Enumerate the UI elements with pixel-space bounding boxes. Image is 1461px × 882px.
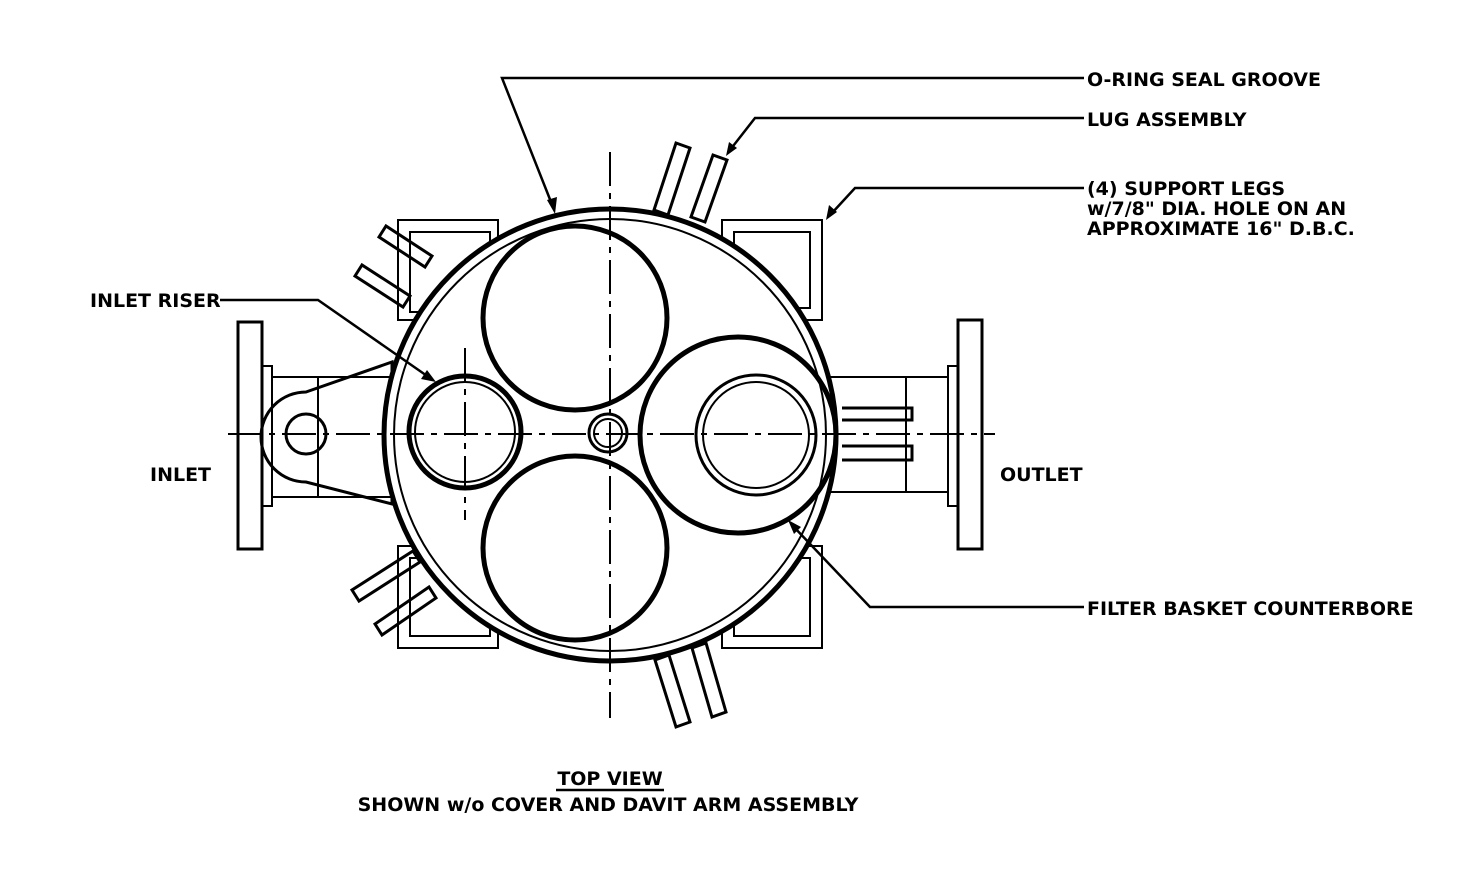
label-support-legs-line3: APPROXIMATE 16" D.B.C. [1087, 218, 1355, 240]
label-oring-seal-groove: O-RING SEAL GROOVE [1087, 69, 1321, 91]
label-support-legs-line2: w/7/8" DIA. HOLE ON AN [1087, 198, 1346, 220]
view-title: TOP VIEW [557, 768, 662, 790]
leader-support-legs [826, 186, 1084, 220]
label-filter-basket-counterbore: FILTER BASKET COUNTERBORE [1087, 598, 1414, 620]
lug-assembly-left [352, 223, 435, 310]
filter-basket-counterbore-bottom [480, 453, 670, 643]
label-lug-assembly: LUG ASSEMBLY [1087, 109, 1247, 131]
label-inlet: INLET [150, 464, 211, 486]
label-outlet: OUTLET [1000, 464, 1083, 486]
label-support-legs-line1: (4) SUPPORT LEGS [1087, 178, 1285, 200]
lug-assembly-top [652, 141, 729, 224]
centerlines [228, 152, 995, 718]
view-subtitle: SHOWN w/o COVER AND DAVIT ARM ASSEMBLY [358, 794, 859, 816]
filter-basket-counterbore-top [480, 223, 670, 413]
leader-oring-seal-groove [500, 76, 1084, 214]
label-inlet-riser: INLET RISER [90, 290, 221, 312]
leader-filter-basket-counterbore [788, 520, 1084, 609]
lug-assembly-bottom-left [349, 548, 439, 638]
leader-lug-assembly [726, 116, 1084, 156]
leader-inlet-riser [220, 298, 436, 382]
inlet-nozzle [236, 320, 400, 551]
lug-assembly-right [842, 406, 914, 462]
